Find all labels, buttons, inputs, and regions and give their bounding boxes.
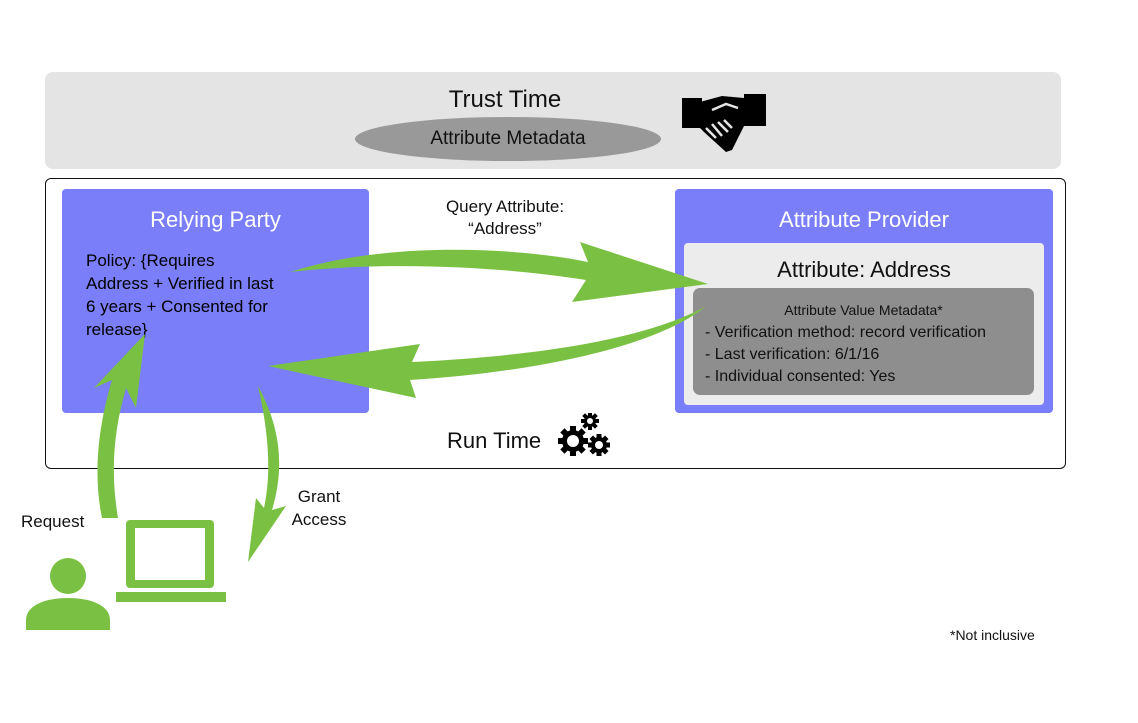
attribute-value-metadata-title: Attribute Value Metadata* <box>784 302 943 318</box>
relying-party-policy: Policy: {Requires Address + Verified in … <box>86 249 326 341</box>
metadata-line: - Verification method: record verificati… <box>705 324 987 341</box>
relying-party-title: Relying Party <box>150 207 281 232</box>
relying-party-box: Relying Party Policy: {Requires Address … <box>62 189 369 413</box>
metadata-line: - Last verification: 6/1/16 <box>705 346 880 363</box>
laptop-icon <box>116 520 226 602</box>
policy-line: Address + Verified in last <box>86 274 274 293</box>
policy-line: release} <box>86 320 148 339</box>
attribute-provider-title: Attribute Provider <box>779 207 949 232</box>
run-time-label: Run Time <box>447 428 542 453</box>
footnote: *Not inclusive <box>950 627 1035 643</box>
attribute-metadata-pill: Attribute Metadata <box>355 117 661 161</box>
grant-access-arrow <box>248 386 286 562</box>
policy-line: Policy: {Requires <box>86 251 215 270</box>
attribute-value-metadata-box: Attribute Value Metadata* - Verification… <box>693 288 1034 395</box>
request-arrow <box>94 334 145 518</box>
gears-icon <box>558 413 610 456</box>
trust-time-band: Trust Time Attribute Metadata <box>45 72 1061 169</box>
user-icon <box>26 558 110 630</box>
handshake-icon <box>682 94 766 152</box>
query-label-line: Query Attribute: <box>445 197 565 216</box>
grant-label-line: Grant <box>297 487 341 506</box>
attribute-address-panel: Attribute: Address Attribute Value Metad… <box>684 243 1044 405</box>
query-attribute-label: Query Attribute: “Address” <box>420 196 590 240</box>
request-label: Request <box>21 512 85 531</box>
trust-time-title: Trust Time <box>448 86 562 113</box>
metadata-lines: - Verification method: record verificati… <box>705 322 986 388</box>
attribute-provider-box: Attribute Provider Attribute: Address At… <box>675 189 1053 413</box>
return-arrow <box>268 306 706 398</box>
policy-line: 6 years + Consented for <box>86 297 268 316</box>
query-label-line: “Address” <box>468 219 542 238</box>
query-arrow <box>290 242 708 302</box>
grant-label-line: Access <box>291 510 347 529</box>
metadata-line: - Individual consented: Yes <box>705 368 896 385</box>
grant-access-label: Grant Access <box>288 485 350 531</box>
attribute-address-title: Attribute: Address <box>777 257 951 282</box>
